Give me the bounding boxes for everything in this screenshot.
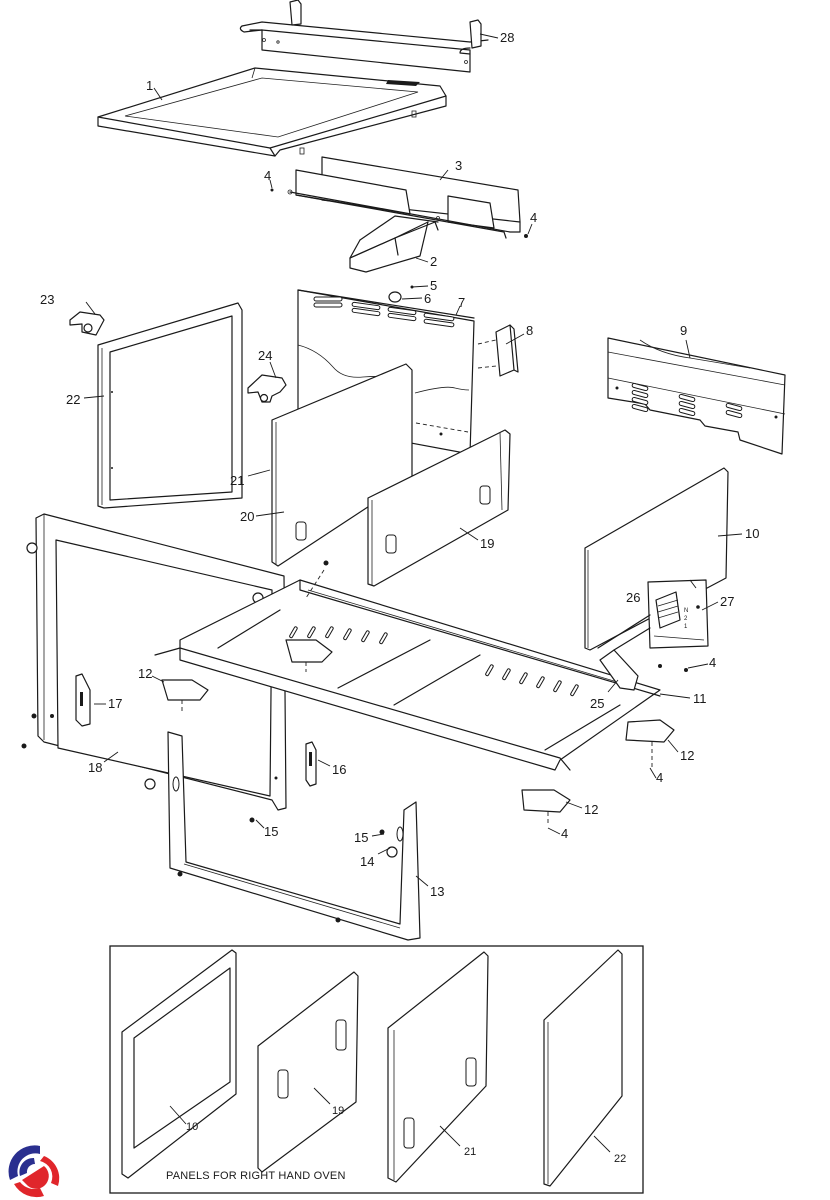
label-4-bottom: 4	[561, 826, 568, 841]
part-12-tray-a	[161, 679, 209, 701]
inset-panel-19	[257, 971, 359, 1173]
label-10: 10	[745, 526, 759, 541]
label-1: 1	[146, 78, 153, 93]
part-17-clip	[75, 673, 91, 727]
label-6: 6	[424, 291, 431, 306]
label-4-lower-right: 4	[656, 770, 663, 785]
label-2: 2	[430, 254, 437, 269]
inset-caption: PANELS FOR RIGHT HAND OVEN	[166, 1170, 346, 1182]
label-12-right: 12	[680, 748, 694, 763]
screw-4b	[524, 234, 528, 238]
label-9: 9	[680, 323, 687, 338]
part-16-clip	[305, 741, 317, 787]
terminal-mark-n: N	[684, 608, 689, 614]
part-11-oven-base	[154, 579, 661, 771]
label-14: 14	[360, 854, 374, 869]
part-23-hinge	[69, 311, 105, 336]
label-22: 22	[66, 392, 80, 407]
inset-panel-21	[387, 951, 489, 1183]
label-23: 23	[40, 292, 54, 307]
label-17: 17	[108, 696, 122, 711]
part-18-front-frame	[26, 513, 287, 811]
label-13: 13	[430, 884, 444, 899]
part-labels: 28 1 3 4 4 2 5 6 7 8 9 10 23 22 24 21 20…	[40, 30, 759, 899]
terminal-mark-1: 1	[684, 624, 688, 630]
label-15-left: 15	[264, 824, 278, 839]
part-12-tray-c	[625, 719, 675, 743]
inset-right-hand-panels: PANELS FOR RIGHT HAND OVEN 10 19 21 22	[109, 945, 644, 1194]
label-18: 18	[88, 760, 102, 775]
label-25: 25	[590, 696, 604, 711]
label-16: 16	[332, 762, 346, 777]
label-26: 26	[626, 590, 640, 605]
part-12-tray-d	[521, 789, 571, 813]
label-28: 28	[500, 30, 514, 45]
inset-panel-22	[543, 949, 623, 1187]
part-6-bung	[388, 285, 414, 303]
label-4-right: 4	[709, 655, 716, 670]
part-3-deflector	[287, 156, 521, 239]
part-12-tray-b	[285, 639, 333, 663]
part-8-bracket	[477, 324, 519, 377]
part-2-duct	[349, 215, 439, 273]
inset-label-10: 10	[186, 1121, 198, 1133]
label-21: 21	[230, 473, 244, 488]
part-28-top-bracket	[239, 0, 489, 73]
label-4-top-left: 4	[264, 168, 271, 183]
part-19-side-panel	[367, 429, 511, 587]
label-12-bottom: 12	[584, 802, 598, 817]
inset-label-22: 22	[614, 1153, 626, 1165]
label-12-left: 12	[138, 666, 152, 681]
label-27: 27	[720, 594, 734, 609]
label-4-top-right: 4	[530, 210, 537, 225]
part-13-lower-frame	[144, 731, 421, 941]
inset-label-21: 21	[464, 1146, 476, 1158]
brand-swirl-logo	[8, 1145, 60, 1198]
inset-panel-10	[121, 949, 237, 1179]
terminal-mark-2: 2	[684, 616, 688, 622]
inset-label-19: 19	[332, 1105, 344, 1117]
screw-4a	[270, 188, 274, 192]
part-1-hob-top	[97, 67, 447, 157]
label-7: 7	[458, 295, 465, 310]
part-9-rear-cover	[607, 337, 786, 455]
label-3: 3	[455, 158, 462, 173]
part-26-terminal-inset: N 2 1	[597, 579, 709, 651]
part-24-hinge	[247, 374, 287, 403]
label-15-right: 15	[354, 830, 368, 845]
label-24: 24	[258, 348, 272, 363]
label-19: 19	[480, 536, 494, 551]
part-10-right-panel	[584, 467, 729, 651]
label-11: 11	[693, 691, 707, 706]
part-22-side-frame	[97, 302, 243, 509]
label-20: 20	[240, 509, 254, 524]
label-5: 5	[430, 278, 437, 293]
screws	[21, 560, 688, 923]
label-8: 8	[526, 323, 533, 338]
